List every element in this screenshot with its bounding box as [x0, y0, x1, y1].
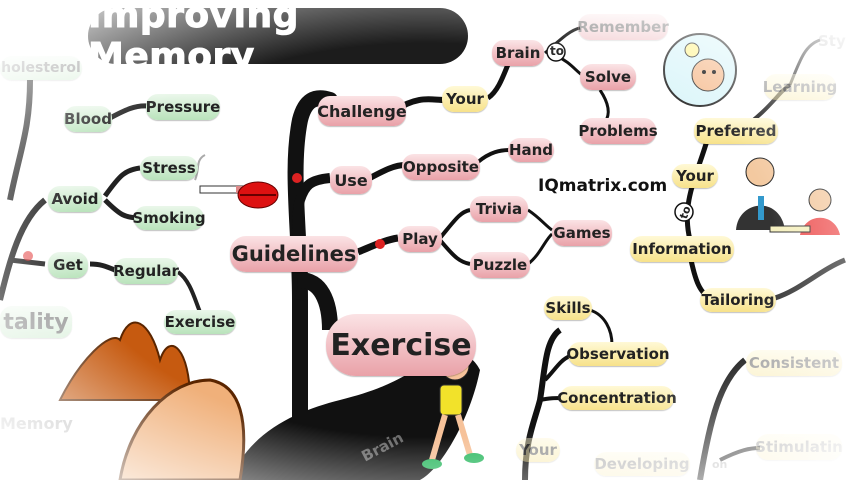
node-cholesterol: holesterol [0, 56, 82, 80]
node-remember: Remember [577, 14, 669, 40]
node-pressure: Pressure [146, 94, 220, 120]
node-preferred: Preferred [694, 118, 778, 144]
label-style: Sty [818, 32, 846, 50]
node-information: Information [630, 236, 734, 262]
thinking-face-illustration [663, 33, 737, 107]
junction-dot [292, 173, 302, 183]
node-challenge: Challenge [317, 96, 407, 126]
page-title: Improving Memory [88, 0, 299, 78]
node-trivia: Trivia [470, 196, 528, 222]
node-games: Games [552, 220, 612, 246]
node-puzzle: Puzzle [470, 252, 530, 278]
label-on: on [712, 458, 728, 471]
node-stimulating: Stimulatin [755, 434, 843, 460]
node-avoid: Avoid [48, 186, 102, 212]
node-hand: Hand [508, 138, 554, 162]
node-stress: Stress [140, 156, 198, 180]
node-smoking: Smoking [132, 206, 206, 230]
node-exercise-left: Exercise [164, 310, 236, 334]
studying-people-illustration [736, 157, 840, 235]
node-blood: Blood [64, 106, 112, 132]
node-use: Use [330, 166, 372, 194]
smoking-lips-illustration [194, 154, 279, 209]
node-brain: Brain [492, 40, 544, 66]
label-to-top: to [550, 44, 564, 58]
node-play: Play [398, 226, 442, 252]
label-memory-left: Memory [0, 414, 73, 433]
node-solve: Solve [580, 64, 636, 90]
node-your-top: Your [442, 86, 488, 112]
node-your-bottom: Your [516, 438, 560, 462]
node-your-right: Your [672, 164, 718, 188]
node-developing: Developing [594, 452, 690, 476]
node-problems: Problems [578, 118, 658, 144]
node-skills: Skills [544, 296, 592, 320]
node-learning: Learning [763, 74, 837, 100]
node-exercise-main: Exercise [326, 314, 476, 376]
junction-dot [23, 251, 33, 261]
node-tailoring: Tailoring [700, 288, 776, 312]
title-banner: Improving Memory [88, 0, 468, 78]
node-observation: Observation [566, 342, 670, 366]
node-get: Get [48, 252, 88, 278]
node-opposite: Opposite [402, 154, 480, 180]
node-consistent: Consistent [746, 350, 842, 376]
node-concentration: Concentration [557, 386, 677, 410]
node-regular: Regular [113, 258, 179, 284]
junction-dot [375, 239, 385, 249]
site-logo: IQmatrix.com [538, 176, 668, 196]
ear-illustration [58, 321, 246, 480]
node-guidelines: Guidelines [230, 236, 358, 272]
node-vitality: tality [0, 306, 72, 338]
